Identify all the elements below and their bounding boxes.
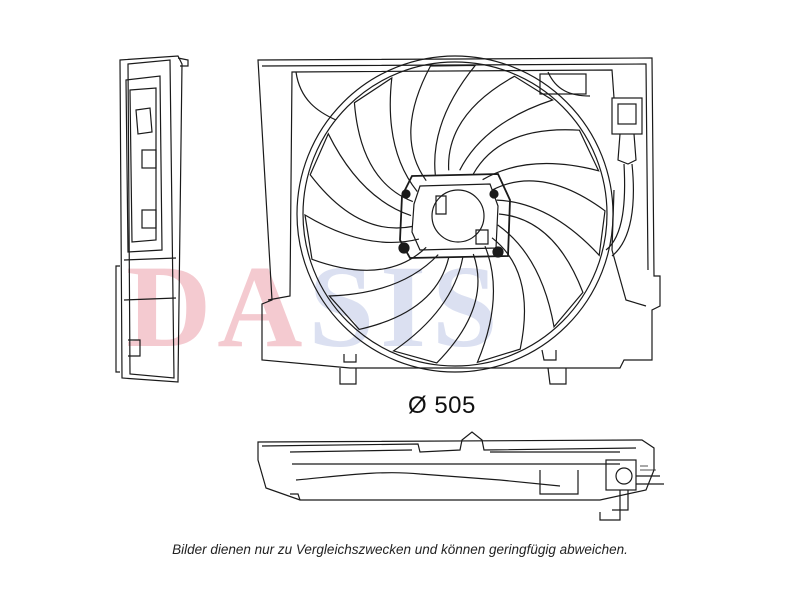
fan-blade [448,75,554,171]
fan-rotor [296,55,614,373]
fan-diameter-label: Ø 505 [408,392,476,419]
fan-blade [491,180,606,257]
front-view [257,57,661,385]
fan-blade [353,76,418,203]
image-disclaimer-caption: Bilder dienen nur zu Vergleichszwecken u… [172,542,628,557]
fan-blade [304,213,427,271]
side-view [115,55,189,383]
fan-blade [410,64,477,182]
fan-blade [328,254,450,331]
fan-blade [497,213,584,329]
fan-blade [392,253,479,364]
fan-blade [476,237,526,364]
bottom-view [257,431,664,521]
fan-blade [472,129,600,181]
fan-blade [309,132,413,229]
